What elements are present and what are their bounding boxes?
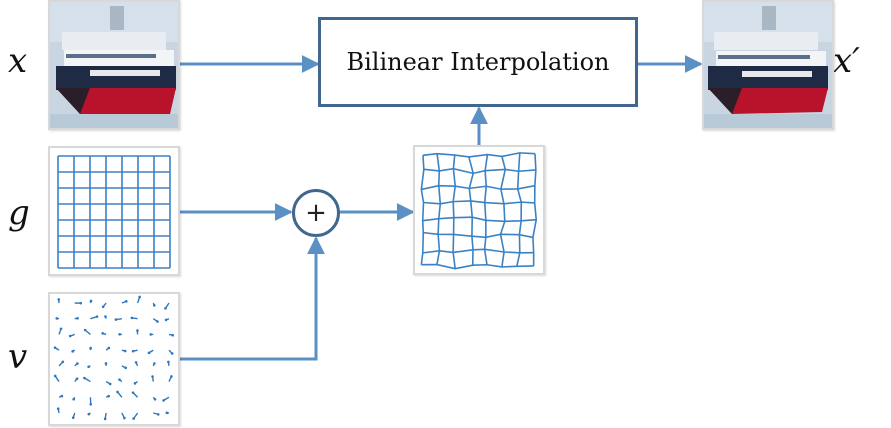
vector-field-picture [53,295,175,421]
ship-picture [50,2,178,128]
regular-grid-picture [57,155,171,269]
label-x: x [8,41,28,81]
output-ship-image [702,0,834,130]
add-symbol: + [305,198,327,228]
bilinear-interpolation-label: Bilinear Interpolation [346,48,610,76]
label-v: v [8,337,28,377]
base-grid-image [48,146,180,276]
add-operator: + [292,189,340,237]
warped-ship-picture [704,2,832,128]
input-ship-image [48,0,180,130]
warped-grid-picture [420,152,538,270]
arrow-v-to-add [180,236,325,361]
bilinear-interpolation-box: Bilinear Interpolation [318,17,638,107]
vector-field-image [48,292,180,426]
warped-grid-image [413,145,545,275]
label-x-prime: x′ [833,41,860,81]
label-g: g [8,193,30,233]
